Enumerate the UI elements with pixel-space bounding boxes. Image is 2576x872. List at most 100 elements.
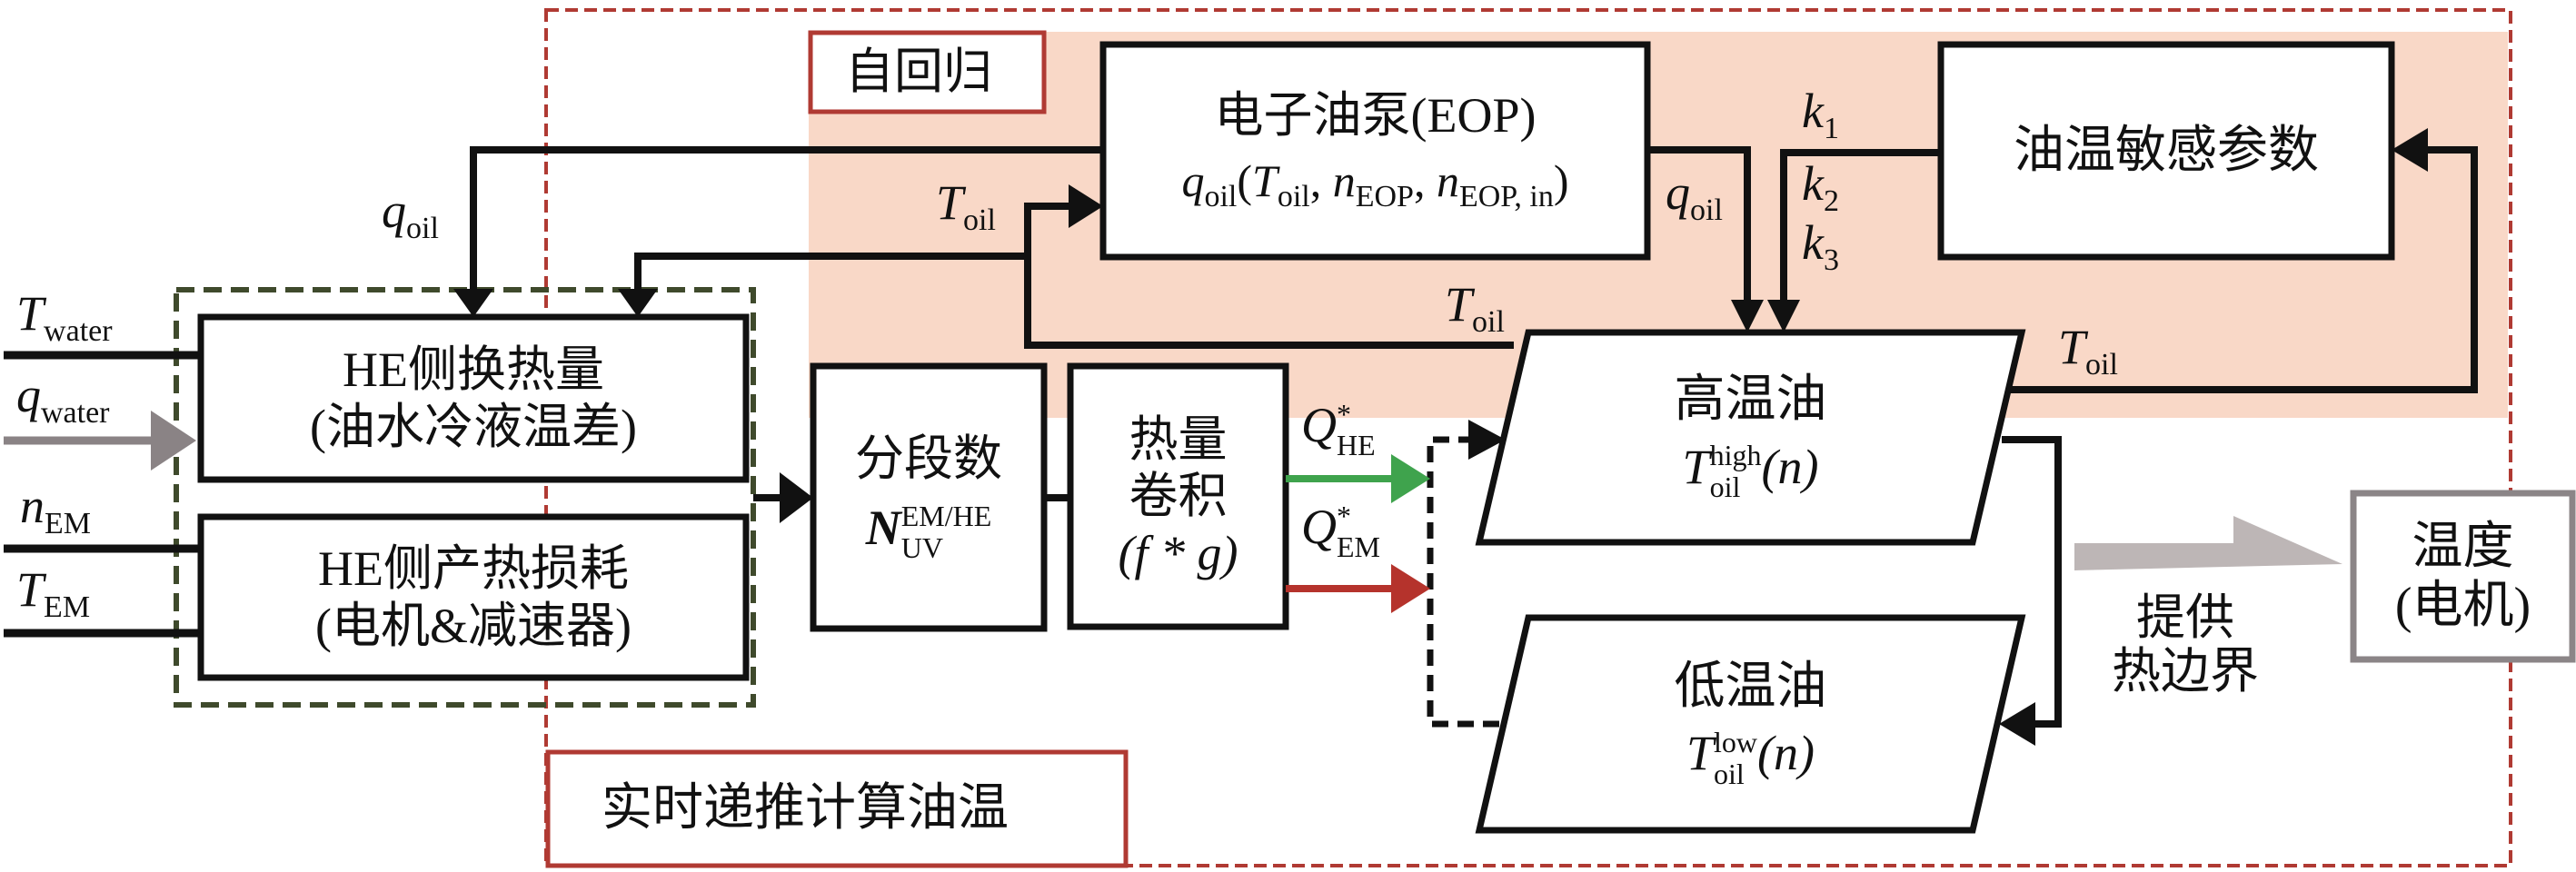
high-oil-title: 高温油 xyxy=(1674,372,1827,429)
signal-k3: k3 xyxy=(1802,218,1839,276)
sensitivity-text: 油温敏感参数 xyxy=(1941,45,2392,257)
convolution-block xyxy=(1067,362,1289,630)
q-em-arrow xyxy=(1286,564,1430,613)
input-t-water-sub: water xyxy=(44,313,113,348)
autoregressive-label-box xyxy=(808,30,1047,114)
he-exchange-subtitle: (油水冷液温差) xyxy=(310,399,637,454)
signal-t-oil-mid-sub: oil xyxy=(1472,304,1505,339)
signal-t-oil-eop-symbol: T xyxy=(936,175,964,230)
signal-k1: k1 xyxy=(1802,86,1839,144)
signal-k1-sub: 1 xyxy=(1823,111,1839,145)
motor-temp-text: 温度 (电机) xyxy=(2353,493,2572,659)
signal-q-oil-right-sub: oil xyxy=(1690,193,1723,227)
signal-q-em-sup: * xyxy=(1337,500,1351,532)
signal-q-he: Q*HE xyxy=(1301,397,1376,461)
low-oil-sup: low xyxy=(1714,725,1758,758)
signal-k1-symbol: k xyxy=(1802,84,1824,138)
q-oil-feedback-line xyxy=(453,146,1103,317)
low-to-high-oil-dashed-line xyxy=(1427,420,1506,728)
signal-k2-sub: 2 xyxy=(1823,183,1839,218)
signal-q-oil-left: qoil xyxy=(382,186,439,244)
input-q-water: qwater xyxy=(16,371,110,429)
signal-k3-sub: 3 xyxy=(1823,243,1839,277)
signal-q-oil-left-sub: oil xyxy=(406,211,439,245)
high-to-low-oil-line xyxy=(1999,436,2062,746)
he-loss-title: HE侧产热损耗 xyxy=(318,541,629,597)
signal-t-oil-eop: Toil xyxy=(936,178,996,236)
convolution-line1: 热量 xyxy=(1129,412,1228,468)
input-n-em: nEM xyxy=(20,481,91,540)
k-params-to-high-oil-line xyxy=(1767,149,1941,332)
t-oil-return-line xyxy=(2010,128,2478,393)
motor-temp-line1: 温度 xyxy=(2412,519,2514,576)
t-oil-feedback-line xyxy=(618,184,1514,349)
low-oil-block xyxy=(1475,614,2026,834)
high-oil-sup: high xyxy=(1709,439,1762,472)
eop-arg-3: n xyxy=(1436,154,1459,206)
low-oil-title: 低温油 xyxy=(1674,658,1827,715)
signal-q-oil-right-symbol: q xyxy=(1666,165,1690,220)
high-oil-symbol: T xyxy=(1682,439,1710,494)
signal-q-em: Q*EM xyxy=(1301,499,1380,562)
signal-t-oil-return-sub: oil xyxy=(2085,347,2118,382)
input-t-water-symbol: T xyxy=(16,286,45,341)
sensitivity-label: 油温敏感参数 xyxy=(2014,122,2319,179)
eop-q: q xyxy=(1181,154,1205,206)
input-t-water: Twater xyxy=(16,289,113,347)
high-oil-block xyxy=(1475,329,2026,546)
eop-arg-1-sub: oil xyxy=(1277,179,1310,213)
segments-sup: EM/HE xyxy=(900,500,992,533)
motor-temp-line2: (电机) xyxy=(2394,577,2531,634)
q-he-arrow xyxy=(1286,454,1430,503)
segments-symbol: N xyxy=(865,500,901,555)
segments-sub: UV xyxy=(900,531,943,565)
he-exchange-text: HE侧换热量 (油水冷液温差) xyxy=(201,317,746,480)
provide-boundary-text: 提供 热边界 xyxy=(2090,581,2281,708)
high-oil-arg: (n) xyxy=(1761,439,1819,494)
provide-boundary-line2: 热边界 xyxy=(2112,644,2259,699)
convolution-text: 热量 卷积 (f * g) xyxy=(1070,366,1286,627)
signal-q-oil-right: qoil xyxy=(1666,168,1723,226)
convolution-line2: 卷积 xyxy=(1129,469,1228,524)
he-loss-subtitle: (电机&减速器) xyxy=(315,598,632,653)
signal-t-oil-mid-symbol: T xyxy=(1445,277,1473,332)
signal-t-oil-return-symbol: T xyxy=(2058,320,2086,374)
signal-t-oil-eop-sub: oil xyxy=(963,203,996,237)
signal-k2-symbol: k xyxy=(1802,156,1824,211)
input-n-em-sub: EM xyxy=(45,506,91,540)
he-loss-block xyxy=(197,513,750,681)
group-to-segments-arrow xyxy=(753,472,813,523)
signal-q-he-symbol: Q xyxy=(1301,397,1337,452)
input-t-em-sub: EM xyxy=(44,590,91,624)
q-water-arrow xyxy=(4,411,196,471)
provide-boundary-arrow xyxy=(2074,516,2342,570)
eop-formula: qoil(Toil, nEOP, nEOP, in) xyxy=(1181,154,1569,213)
signal-q-he-sub: HE xyxy=(1337,428,1376,461)
segments-title: 分段数 xyxy=(855,431,1002,486)
signal-k2: k2 xyxy=(1802,159,1839,217)
signal-q-em-symbol: Q xyxy=(1301,499,1337,554)
he-exchange-title: HE侧换热量 xyxy=(343,342,604,398)
sensitivity-block xyxy=(1937,41,2395,261)
segments-block xyxy=(810,362,1048,632)
eop-title: 电子油泵(EOP) xyxy=(1214,88,1537,144)
signal-q-he-sup: * xyxy=(1337,398,1351,431)
low-oil-symbol: T xyxy=(1686,726,1715,781)
input-n-em-symbol: n xyxy=(20,479,45,533)
realtime-label-box xyxy=(545,749,1129,868)
eop-arg-2: n xyxy=(1332,154,1356,206)
input-t-em: TEM xyxy=(16,565,90,623)
signal-q-oil-left-symbol: q xyxy=(382,183,406,238)
eop-text: 电子油泵(EOP) qoil(Toil, nEOP, nEOP, in) xyxy=(1103,45,1647,257)
signal-k3-symbol: k xyxy=(1802,215,1824,270)
low-oil-sub: oil xyxy=(1714,757,1745,790)
eop-block xyxy=(1099,41,1651,261)
signal-t-oil-mid: Toil xyxy=(1445,280,1505,338)
q-oil-to-high-oil-line xyxy=(1647,146,1764,332)
eop-arg-1: T xyxy=(1252,154,1278,206)
